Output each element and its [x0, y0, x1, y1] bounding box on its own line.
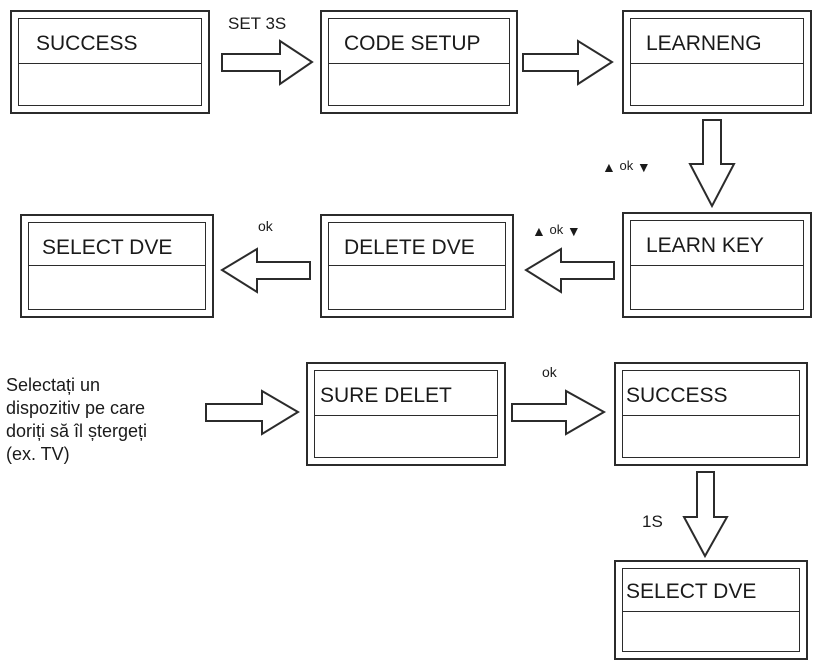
label-1s: 1S — [642, 512, 663, 531]
up-triangle-icon: ▲ — [532, 222, 546, 239]
arrow-right-4 — [511, 389, 607, 436]
arrow-left-1 — [524, 247, 615, 294]
screen-label: CODE SETUP — [344, 32, 481, 55]
screen-label: DELETE DVE — [344, 236, 475, 259]
ok-text: ok — [549, 222, 564, 237]
instruction-line: doriți să îl ștergeți — [6, 421, 148, 441]
arrow-right-2 — [522, 39, 614, 86]
arrow-right-3 — [205, 389, 300, 436]
instruction-line: dispozitiv pe care — [6, 398, 146, 418]
screen-label: SELECT DVE — [42, 236, 173, 259]
down-triangle-icon: ▼ — [566, 222, 581, 239]
label-up-ok-down-2: ▲ ok ▼ — [532, 222, 581, 239]
arrow-left-2 — [220, 247, 311, 294]
screen-learneng: LEARNENG — [622, 10, 812, 114]
arrow-down-2 — [682, 471, 729, 559]
screen-label: LEARN KEY — [646, 234, 764, 257]
label-up-ok-down-1: ▲ ok ▼ — [602, 158, 651, 175]
screen-label: SUCCESS — [626, 384, 728, 407]
instruction-line: (ex. TV) — [6, 444, 70, 464]
screen-select-dve-final: SELECT DVE — [614, 560, 808, 660]
up-triangle-icon: ▲ — [602, 158, 616, 175]
screen-select-dve: SELECT DVE — [20, 214, 214, 318]
arrow-down-1 — [688, 119, 736, 209]
instruction-line: Selectați un — [6, 375, 101, 395]
screen-success-2: SUCCESS — [614, 362, 808, 466]
screen-label: SUCCESS — [36, 32, 138, 55]
screen-label: LEARNENG — [646, 32, 762, 55]
screen-success: SUCCESS — [10, 10, 210, 114]
instruction-note: Selectați un dispozitiv pe care doriți s… — [6, 374, 147, 466]
down-triangle-icon: ▼ — [636, 158, 651, 175]
screen-code-setup: CODE SETUP — [320, 10, 518, 114]
ok-text: ok — [619, 158, 634, 173]
screen-label: SURE DELET — [320, 384, 452, 407]
screen-sure-delet: SURE DELET — [306, 362, 506, 466]
label-ok-select: ok — [258, 218, 273, 234]
arrow-right-1 — [221, 39, 314, 86]
screen-delete-dve: DELETE DVE — [320, 214, 514, 318]
screen-learn-key: LEARN KEY — [622, 212, 812, 318]
label-ok-sure: ok — [542, 364, 557, 380]
screen-label: SELECT DVE — [626, 580, 757, 603]
label-set-3s: SET 3S — [228, 14, 287, 33]
